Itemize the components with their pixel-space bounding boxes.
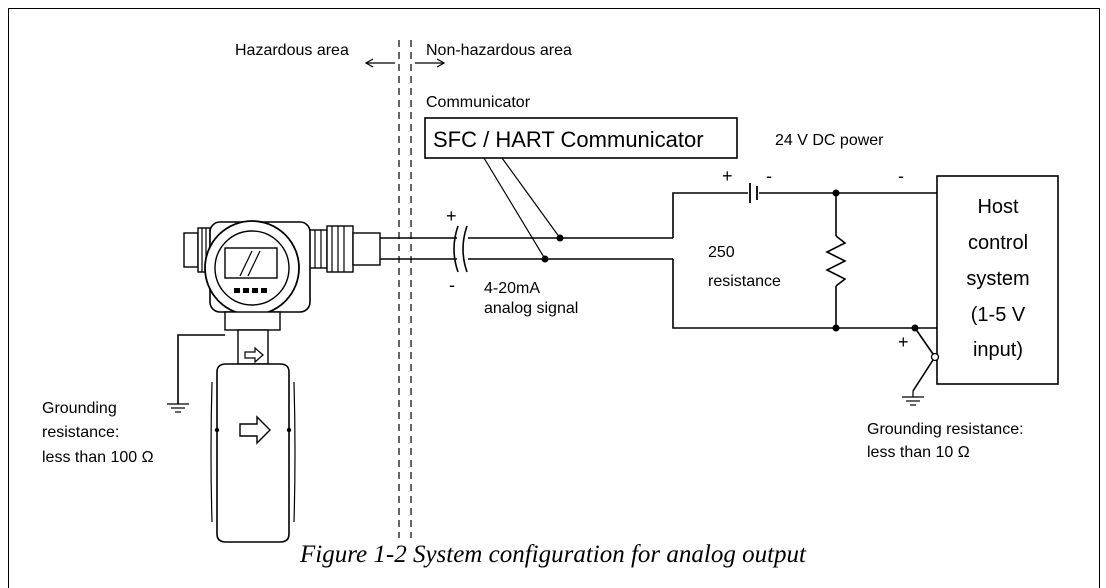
host-line-1: Host bbox=[977, 196, 1019, 218]
flowmeter-transmitter-icon bbox=[183, 220, 381, 543]
host-line-5: input) bbox=[973, 339, 1023, 361]
host-minus-sign: - bbox=[898, 166, 904, 186]
host-plus-sign: + bbox=[898, 332, 909, 352]
power-plus-sign: + bbox=[722, 166, 733, 186]
power-minus-sign: - bbox=[766, 166, 772, 186]
host-line-2: control bbox=[968, 232, 1028, 254]
battery-icon bbox=[749, 183, 758, 203]
communicator-box-label: SFC / HART Communicator bbox=[433, 127, 704, 152]
ground-symbol-icon bbox=[902, 391, 924, 406]
signal-minus-sign: - bbox=[449, 275, 455, 295]
host-line-4: (1-5 V bbox=[971, 304, 1026, 326]
communicator-title: Communicator bbox=[426, 94, 531, 111]
grounding-left-line-1: Grounding bbox=[42, 400, 117, 417]
grounding-left-line-2: resistance: bbox=[42, 424, 119, 441]
signal-plus-sign: + bbox=[446, 206, 457, 226]
host-line-3: system bbox=[966, 268, 1029, 290]
resistor-icon bbox=[825, 193, 847, 328]
resistor-value: 250 bbox=[708, 244, 735, 261]
non-hazardous-area-label: Non-hazardous area bbox=[426, 42, 572, 59]
resistor-label: resistance bbox=[708, 273, 781, 290]
communicator-box bbox=[424, 117, 738, 159]
terminal-circle bbox=[930, 352, 940, 362]
figure-frame bbox=[8, 8, 1100, 588]
host-control-system-box bbox=[936, 175, 1059, 385]
ground-symbol-icon bbox=[167, 403, 189, 413]
junction-dot bbox=[541, 255, 549, 263]
hazardous-area-label: Hazardous area bbox=[235, 42, 349, 59]
cable-break-icon bbox=[453, 225, 468, 273]
grounding-right-line-1: Grounding resistance: bbox=[867, 421, 1024, 438]
junction-dot bbox=[556, 234, 564, 242]
flow-arrow-icon bbox=[239, 415, 271, 445]
grounding-left-line-3: less than 100 Ω bbox=[42, 449, 154, 466]
figure-caption: Figure 1-2 System configuration for anal… bbox=[299, 541, 807, 568]
area-boundary bbox=[364, 40, 446, 538]
signal-label-1: 4-20mA bbox=[484, 280, 540, 297]
grounding-right-line-2: less than 10 Ω bbox=[867, 444, 970, 461]
power-label: 24 V DC power bbox=[775, 132, 884, 149]
signal-wires bbox=[380, 237, 673, 260]
signal-label-2: analog signal bbox=[484, 300, 578, 317]
